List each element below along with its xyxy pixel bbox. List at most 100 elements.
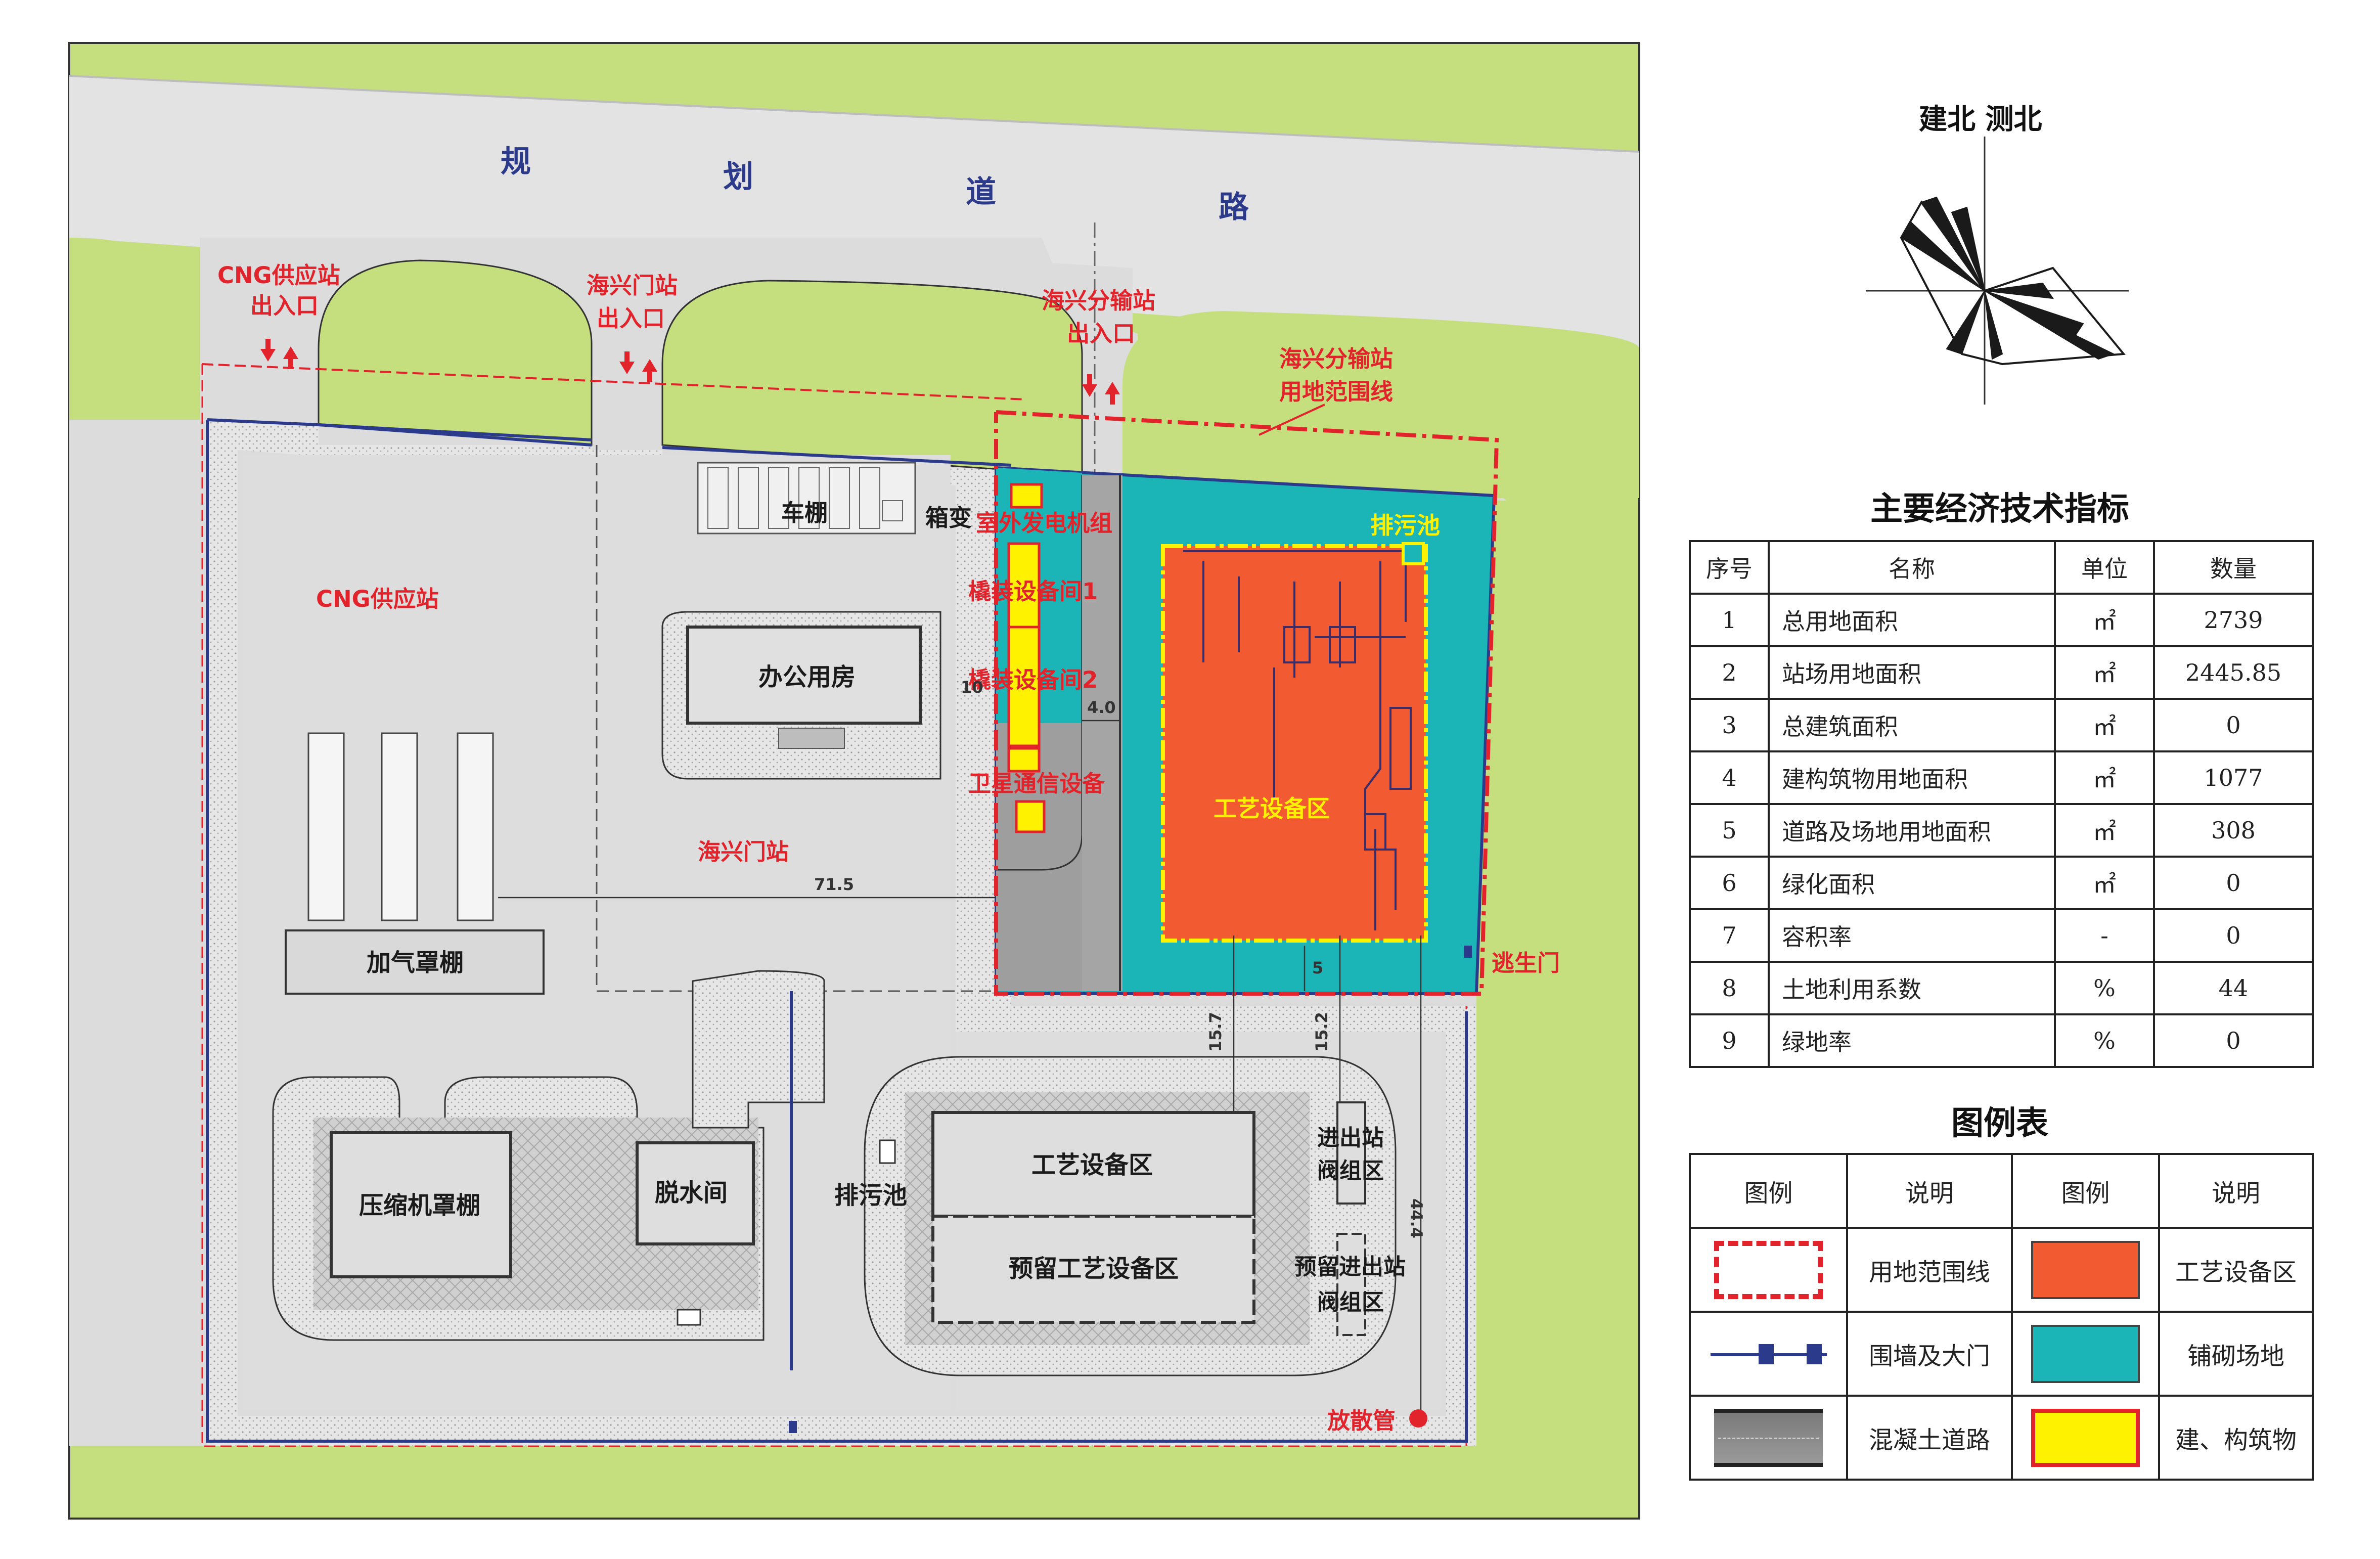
cell-unit: ㎡ — [2054, 750, 2155, 805]
boundary-label-line1: 海兴分输站 — [1279, 345, 1393, 372]
cell-qty: 44 — [2153, 961, 2314, 1015]
boundary-label-line2: 用地范围线 — [1279, 378, 1393, 405]
legend-desc: 混凝土道路 — [1846, 1395, 2013, 1481]
office-building — [686, 626, 922, 725]
zone-sewage-pool-2: 排污池 — [834, 1181, 907, 1210]
planned-road — [69, 76, 1639, 349]
cell-qty: 2739 — [2153, 593, 2314, 647]
cell-name: 站场用地面积 — [1768, 645, 2056, 700]
zone-haixing-gate: 海兴门站 — [698, 838, 789, 865]
cell-no: 1 — [1689, 593, 1770, 647]
tech-header-name: 名称 — [1768, 540, 2056, 595]
cell-unit: ㎡ — [2054, 856, 2155, 910]
zone-reserved-valve-2: 阀组区 — [1317, 1289, 1384, 1315]
entrance-cng-line1: CNG供应站 — [217, 262, 340, 289]
cell-unit: ㎡ — [2054, 593, 2155, 647]
cell-no: 8 — [1689, 961, 1770, 1015]
dim-4-0: 4.0 — [1087, 698, 1116, 717]
legend-symbol-paved — [2011, 1311, 2160, 1397]
cell-qty: 0 — [2153, 908, 2314, 963]
legend-desc: 建、构筑物 — [2158, 1395, 2314, 1481]
table-row: 围墙及大门 铺砌场地 — [1689, 1311, 2314, 1397]
vent-pipe-marker — [1409, 1409, 1427, 1428]
legend-desc: 围墙及大门 — [1846, 1311, 2013, 1397]
carport — [697, 462, 916, 534]
cell-name: 土地利用系数 — [1768, 961, 2056, 1015]
legend-symbol-process — [2011, 1227, 2160, 1313]
reserved-process-area — [931, 1215, 1255, 1324]
legend-table: 图例 说明 图例 说明 用地范围线 工艺设备区 围墙及大门 铺砌场地 混凝土道路… — [1689, 1153, 2314, 1481]
tech-table-header: 序号 名称 单位 数量 — [1689, 540, 2314, 595]
legend-header-symbol-2: 图例 — [2011, 1153, 2160, 1229]
zone-dehydration: 脱水间 — [655, 1179, 728, 1207]
north-compass: 建北 测北 — [1866, 103, 2129, 405]
cell-no: 2 — [1689, 645, 1770, 700]
cell-qty: 0 — [2153, 856, 2314, 910]
dispenser-2 — [381, 732, 418, 921]
dim-71-5: 71.5 — [814, 875, 854, 894]
entrance-gate-line1: 海兴门站 — [587, 272, 678, 299]
zone-vent-pipe: 放散管 — [1327, 1407, 1396, 1434]
zone-skid-room-1: 橇装设备间1 — [968, 578, 1098, 605]
dehydration-room — [636, 1141, 755, 1245]
dim-15-7: 15.7 — [1206, 1012, 1225, 1052]
cell-unit: % — [2054, 1013, 2155, 1068]
cell-qty: 0 — [2153, 698, 2314, 752]
zone-box-transformer: 箱变 — [925, 504, 972, 531]
dim-15-2: 15.2 — [1312, 1012, 1331, 1052]
entrance-cng-line2: 出入口 — [250, 292, 319, 319]
cell-no: 7 — [1689, 908, 1770, 963]
dim-44-4: 44.4 — [1407, 1198, 1426, 1238]
sewage-pool-square — [1402, 542, 1425, 565]
zone-skid-room-2: 橇装设备间2 — [968, 666, 1098, 693]
entrance-dist-line2: 出入口 — [1067, 320, 1135, 347]
cell-no: 6 — [1689, 856, 1770, 910]
cell-qty: 2445.85 — [2153, 645, 2314, 700]
cell-name: 道路及场地用地面积 — [1768, 803, 2056, 858]
cell-name: 总建筑面积 — [1768, 698, 2056, 752]
road-char-3: 道 — [966, 174, 996, 210]
zone-reserved-valve-1: 预留进出站 — [1294, 1254, 1406, 1280]
legend-symbol-building — [2011, 1395, 2160, 1481]
zone-outdoor-generator: 室外发电机组 — [976, 510, 1112, 537]
cell-unit: % — [2054, 961, 2155, 1015]
legend-desc: 用地范围线 — [1846, 1227, 2013, 1313]
cell-unit: - — [2054, 908, 2155, 963]
cell-unit: ㎡ — [2054, 698, 2155, 752]
dim-10: 10 — [961, 678, 983, 697]
legend-header-symbol-1: 图例 — [1689, 1153, 1848, 1229]
cell-qty: 1077 — [2153, 750, 2314, 805]
road-char-4: 路 — [1219, 190, 1249, 225]
cell-no: 5 — [1689, 803, 1770, 858]
entrance-arrows — [260, 339, 1120, 405]
lower-process-area — [931, 1111, 1255, 1218]
compressor-canopy — [330, 1131, 512, 1278]
cell-unit: ㎡ — [2054, 803, 2155, 858]
entrance-dist-line1: 海兴分输站 — [1042, 287, 1155, 314]
green-island-2 — [661, 280, 1083, 476]
zone-satellite: 卫星通信设备 — [968, 770, 1105, 797]
inout-valve-box — [1336, 1101, 1366, 1205]
dispenser-3 — [457, 732, 494, 921]
legend-header-desc-2: 说明 — [2158, 1153, 2314, 1229]
cell-name: 建构筑物用地面积 — [1768, 750, 2056, 805]
legend-header-desc-1: 说明 — [1846, 1153, 2013, 1229]
zone-inout-valve-2: 阀组区 — [1317, 1158, 1384, 1184]
dispenser-1 — [307, 732, 345, 921]
table-row: 混凝土道路 建、构筑物 — [1689, 1395, 2314, 1481]
green-island-1 — [318, 259, 593, 446]
road-char-2: 划 — [723, 159, 753, 195]
skid-room-column — [1007, 542, 1041, 747]
tech-header-no: 序号 — [1689, 540, 1770, 595]
zone-inout-valve-1: 进出站 — [1317, 1125, 1384, 1151]
legend-desc: 工艺设备区 — [2158, 1227, 2314, 1313]
cell-no: 9 — [1689, 1013, 1770, 1068]
